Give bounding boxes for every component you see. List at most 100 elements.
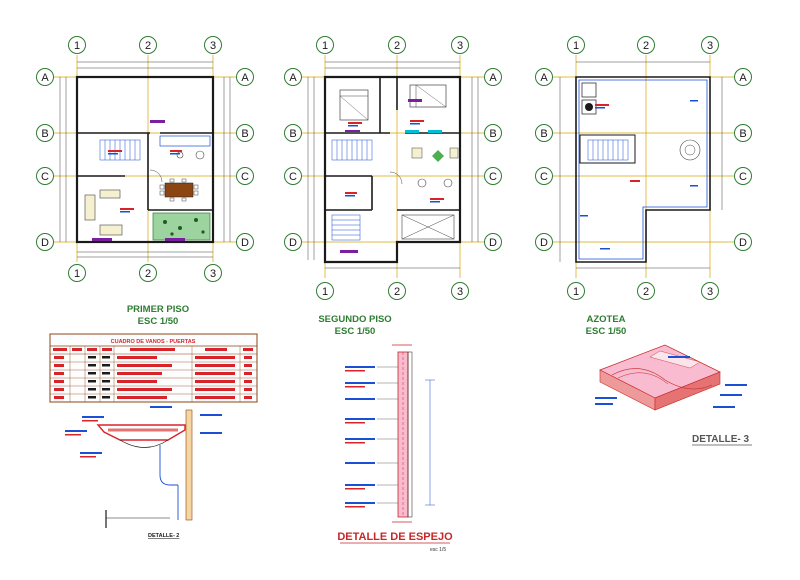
detalle-espejo: DETALLE DE ESPEJO esc 1/5 (337, 344, 453, 553)
detalle-espejo-scale: esc 1/5 (430, 547, 446, 553)
plan-scale-primer: ESC 1/50 (138, 316, 179, 327)
door-schedule-table: CUADRO DE VANOS - PUERTAS (49, 333, 258, 403)
detalle-3-isometric: DETALLE- 3 (595, 344, 752, 446)
axis-bubble-azotea-row-A-right-label: A (739, 72, 747, 84)
axis-bubble-azotea-row-C-right-circle (734, 167, 752, 185)
axis-bubble-segundo-piso-row-A-right-label: A (489, 72, 497, 84)
axis-bubble-segundo-piso-row-C-left-circle (284, 167, 302, 185)
axis-bubble-azotea-col-3-bottom-label: 3 (707, 286, 713, 298)
axis-bubble-segundo-piso-col-1-bottom-label: 1 (322, 286, 328, 298)
axis-bubble-segundo-piso-row-B-left-circle (284, 124, 302, 142)
plan-title-azotea: AZOTEA (586, 314, 625, 325)
plan-title-primer: PRIMER PISO (127, 304, 189, 315)
axis-bubble-primer-piso-col-1-bottom-label: 1 (74, 268, 80, 280)
axis-bubble-primer-piso-row-C-right-circle (236, 167, 254, 185)
plan-scale-azotea: ESC 1/50 (586, 326, 627, 337)
axis-bubble-segundo-piso-row-A-left-label: A (289, 72, 297, 84)
axis-bubble-segundo-piso-col-1-top-label: 1 (322, 40, 328, 52)
axis-bubble-azotea-row-D-right-label: D (739, 237, 747, 249)
axis-bubble-azotea-row-B-right-label: B (739, 128, 746, 140)
axis-bubble-segundo-piso-row-C-right-circle (484, 167, 502, 185)
axis-bubble-azotea-col-2-top-circle (637, 36, 655, 54)
plan-azotea (552, 55, 736, 278)
axis-bubble-primer-piso-row-C-left-label: C (41, 171, 49, 183)
axis-bubble-segundo-piso-col-1-top-circle (316, 36, 334, 54)
axis-bubble-azotea-col-2-top-label: 2 (643, 40, 649, 52)
axis-bubble-azotea-row-C-left-circle (535, 167, 553, 185)
axis-bubble-primer-piso-row-C-right-label: C (241, 171, 249, 183)
axis-bubble-segundo-piso-row-D-right-circle (484, 233, 502, 251)
detalle-2-section: DETALLE- 2 (65, 406, 222, 539)
plan-title-segundo: SEGUNDO PISO (318, 314, 391, 325)
axis-bubble-primer-piso-col-3-bottom-label: 3 (210, 268, 216, 280)
axis-bubble-segundo-piso-col-3-bottom-circle (451, 282, 469, 300)
axis-bubble-primer-piso-col-1-bottom-circle (68, 264, 86, 282)
plan-scale-segundo: ESC 1/50 (335, 326, 376, 337)
axis-bubble-azotea-row-D-left-circle (535, 233, 553, 251)
axis-bubble-primer-piso-col-2-top-label: 2 (145, 40, 151, 52)
axis-bubble-primer-piso-row-B-right-label: B (241, 128, 248, 140)
axis-bubble-primer-piso-row-A-right-circle (236, 68, 254, 86)
axis-bubble-primer-piso-row-A-left-label: A (41, 72, 49, 84)
axis-bubble-primer-piso-row-A-left-circle (36, 68, 54, 86)
axis-bubble-segundo-piso-col-3-bottom-label: 3 (457, 286, 463, 298)
axis-bubble-azotea-col-3-bottom-circle (701, 282, 719, 300)
axis-bubble-azotea-col-1-bottom-circle (567, 282, 585, 300)
axis-bubble-azotea-row-D-right-circle (734, 233, 752, 251)
axis-bubble-azotea-row-A-right-circle (734, 68, 752, 86)
axis-bubble-azotea-col-1-top-circle (567, 36, 585, 54)
detalle-espejo-title: DETALLE DE ESPEJO (337, 531, 453, 543)
axis-bubble-azotea-col-3-top-circle (701, 36, 719, 54)
axis-bubble-azotea-row-C-right-label: C (739, 171, 747, 183)
axis-bubble-primer-piso-row-D-left-label: D (41, 237, 49, 249)
axis-bubble-primer-piso-row-D-right-label: D (241, 237, 249, 249)
axis-bubble-primer-piso-col-2-bottom-label: 2 (145, 268, 151, 280)
axis-bubble-primer-piso-col-2-top-circle (139, 36, 157, 54)
axis-bubble-primer-piso-row-B-left-label: B (41, 128, 48, 140)
axis-bubble-segundo-piso-col-2-top-circle (388, 36, 406, 54)
plan-primer-piso (52, 55, 238, 262)
axis-bubble-primer-piso-col-1-top-label: 1 (74, 40, 80, 52)
door-table-title: CUADRO DE VANOS - PUERTAS (111, 339, 196, 345)
axis-bubble-azotea-row-C-left-label: C (540, 171, 548, 183)
axis-bubble-segundo-piso-row-B-right-label: B (489, 128, 496, 140)
axis-bubble-primer-piso-row-B-right-circle (236, 124, 254, 142)
axis-bubble-segundo-piso-col-1-bottom-circle (316, 282, 334, 300)
detalle-2-title: DETALLE- 2 (148, 533, 179, 539)
axis-bubble-segundo-piso-row-D-left-circle (284, 233, 302, 251)
axis-bubble-azotea-row-B-left-circle (535, 124, 553, 142)
axis-bubble-azotea-col-2-bottom-circle (637, 282, 655, 300)
axis-bubble-segundo-piso-row-A-right-circle (484, 68, 502, 86)
axis-bubble-segundo-piso-row-D-left-label: D (289, 237, 297, 249)
axis-bubble-azotea-row-A-left-label: A (540, 72, 548, 84)
axis-bubble-segundo-piso-row-A-left-circle (284, 68, 302, 86)
axis-bubble-primer-piso-row-B-left-circle (36, 124, 54, 142)
axis-bubble-primer-piso-row-C-left-circle (36, 167, 54, 185)
axis-bubble-segundo-piso-row-C-right-label: C (489, 171, 497, 183)
axis-bubble-segundo-piso-row-C-left-label: C (289, 171, 297, 183)
axis-bubble-azotea-col-3-top-label: 3 (707, 40, 713, 52)
axis-bubble-primer-piso-col-3-bottom-circle (204, 264, 222, 282)
axis-bubble-azotea-row-A-left-circle (535, 68, 553, 86)
axis-bubble-azotea-row-B-right-circle (734, 124, 752, 142)
detalle-3-title: DETALLE- 3 (692, 434, 749, 445)
axis-bubble-segundo-piso-col-2-bottom-circle (388, 282, 406, 300)
axis-bubble-primer-piso-col-3-top-label: 3 (210, 40, 216, 52)
axis-bubble-segundo-piso-row-B-left-label: B (289, 128, 296, 140)
axis-bubble-primer-piso-col-3-top-circle (204, 36, 222, 54)
axis-bubble-segundo-piso-col-3-top-circle (451, 36, 469, 54)
axis-bubble-primer-piso-row-D-right-circle (236, 233, 254, 251)
axis-bubble-primer-piso-row-A-right-label: A (241, 72, 249, 84)
axis-bubble-segundo-piso-row-B-right-circle (484, 124, 502, 142)
axis-bubble-azotea-col-2-bottom-label: 2 (643, 286, 649, 298)
axis-bubble-segundo-piso-col-2-bottom-label: 2 (394, 286, 400, 298)
axis-bubble-segundo-piso-col-3-top-label: 3 (457, 40, 463, 52)
axis-bubble-azotea-row-D-left-label: D (540, 237, 548, 249)
axis-bubble-primer-piso-row-D-left-circle (36, 233, 54, 251)
axis-bubble-segundo-piso-col-2-top-label: 2 (394, 40, 400, 52)
axis-bubble-azotea-row-B-left-label: B (540, 128, 547, 140)
axis-bubble-azotea-col-1-bottom-label: 1 (573, 286, 579, 298)
axis-bubble-primer-piso-col-2-bottom-circle (139, 264, 157, 282)
